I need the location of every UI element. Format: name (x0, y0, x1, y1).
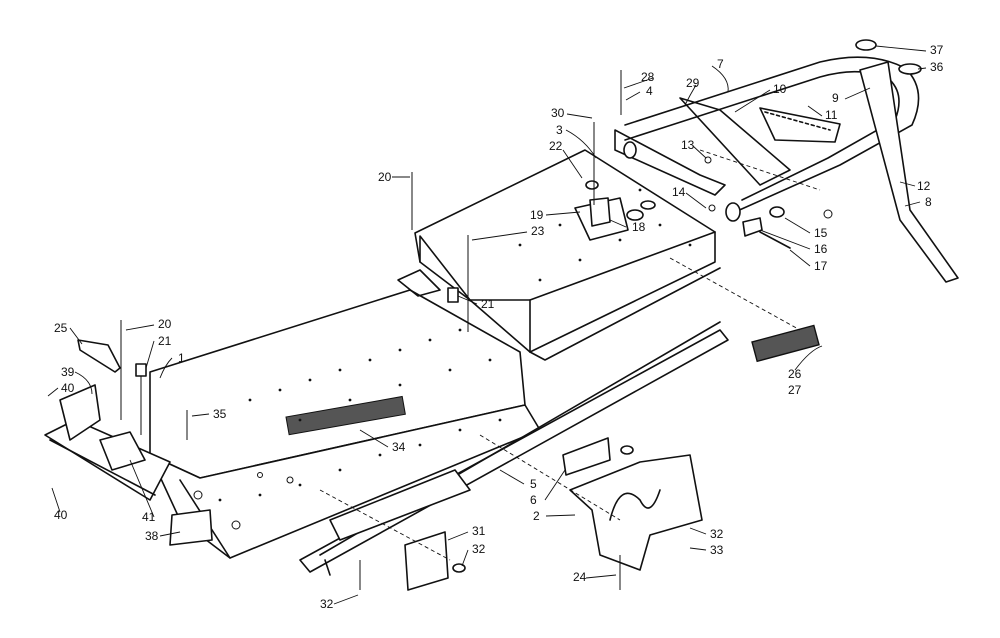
callout-11: 11 (825, 108, 838, 122)
callout-40-top: 40 (61, 381, 75, 395)
callout-1: 1 (178, 351, 185, 365)
callout-32-bottom: 32 (320, 597, 334, 611)
callout-33: 33 (710, 543, 724, 557)
callout-21-front: 21 (158, 334, 172, 348)
callout-31: 31 (472, 524, 486, 538)
tail-light-26 (751, 324, 820, 363)
callout-16: 16 (814, 242, 828, 256)
callout-32-right: 32 (710, 527, 724, 541)
callout-39: 39 (61, 365, 75, 379)
callout-36: 36 (930, 60, 944, 74)
plate-31 (404, 531, 449, 591)
callout-5: 5 (530, 477, 537, 491)
callout-40-bottom: 40 (54, 508, 68, 522)
callout-17: 17 (814, 259, 828, 273)
suspension-bracket-2 (569, 454, 703, 571)
callout-18: 18 (632, 220, 646, 234)
bumper-hardware (704, 156, 833, 249)
callout-23: 23 (531, 224, 545, 238)
callout-6: 6 (530, 493, 537, 507)
callout-labels: 1 2 3 4 5 6 7 8 9 10 11 12 13 14 15 16 1… (54, 43, 944, 611)
hitch-bracket (574, 180, 656, 241)
callout-37: 37 (930, 43, 944, 57)
callout-29: 29 (686, 76, 700, 90)
callout-9: 9 (832, 91, 839, 105)
leader-lines (47, 45, 927, 605)
callout-12: 12 (917, 179, 931, 193)
end-cap-36 (898, 63, 922, 75)
callout-25: 25 (54, 321, 68, 335)
callout-15: 15 (814, 226, 828, 240)
end-cap-37 (855, 39, 877, 51)
callout-27: 27 (788, 383, 802, 397)
callout-14: 14 (672, 185, 686, 199)
callout-32-center: 32 (472, 542, 486, 556)
chassis-tunnel (149, 149, 729, 576)
callout-38: 38 (145, 529, 159, 543)
callout-30: 30 (551, 106, 565, 120)
callout-34: 34 (392, 440, 406, 454)
callout-8: 8 (925, 195, 932, 209)
callout-26: 26 (788, 367, 802, 381)
plate-6 (562, 437, 611, 476)
vent-panel-34 (285, 395, 406, 436)
callout-19: 19 (530, 208, 544, 222)
callout-22: 22 (549, 139, 563, 153)
callout-10: 10 (773, 82, 787, 96)
callout-3: 3 (556, 123, 563, 137)
callout-2: 2 (533, 509, 540, 523)
callout-4: 4 (646, 84, 653, 98)
callout-20-rear: 20 (378, 170, 392, 184)
callout-7: 7 (717, 57, 724, 71)
callout-35: 35 (213, 407, 227, 421)
callout-24: 24 (573, 570, 587, 584)
fasteners (77, 70, 622, 590)
callout-13: 13 (681, 138, 695, 152)
callout-20-front: 20 (158, 317, 172, 331)
callout-21-rear: 21 (481, 297, 495, 311)
assembly-guides (319, 149, 821, 561)
